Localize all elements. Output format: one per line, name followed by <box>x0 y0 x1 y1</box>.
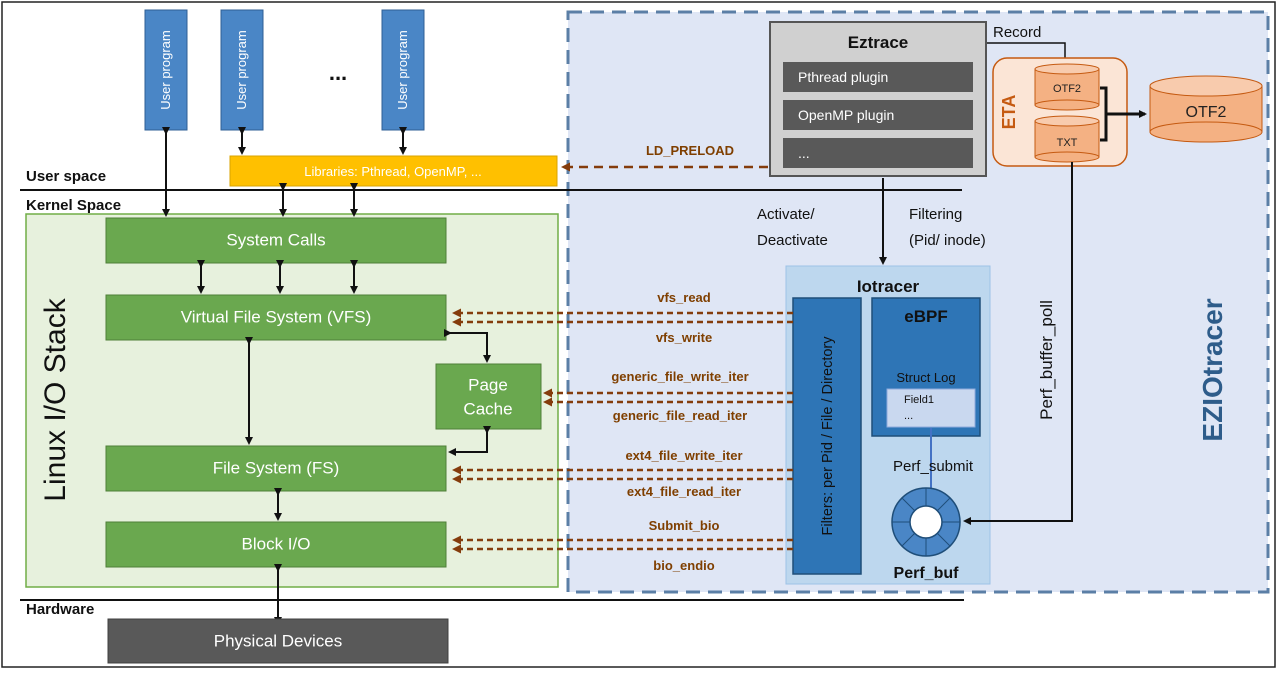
vfs-box <box>105 294 447 341</box>
vfs-read-label: vfs_read <box>657 290 711 305</box>
eziotracer-label: EZIOtracer <box>1197 298 1228 441</box>
fs-label: File System (FS) <box>213 458 340 477</box>
user-space-label: User space <box>26 168 106 185</box>
activate-label-2: Deactivate <box>757 232 828 249</box>
filters-label: Filters: per Pid / File / Directory <box>820 336 836 536</box>
perf-buffer-poll-label: Perf_buffer_poll <box>1037 300 1056 420</box>
record-label: Record <box>993 24 1041 41</box>
eta-txt-label: TXT <box>1057 137 1078 149</box>
libraries-label: Libraries: Pthread, OpenMP, ... <box>304 164 482 179</box>
perf-buffer-poll-arrow <box>963 162 1073 525</box>
filtering-label-2: (Pid/ inode) <box>909 232 986 249</box>
vfs-label: Virtual File System (VFS) <box>181 307 372 326</box>
perf-submit-label: Perf_submit <box>893 458 974 475</box>
block-io-label: Block I/O <box>242 534 311 553</box>
filtering-label-1: Filtering <box>909 206 962 223</box>
libraries-box <box>229 155 558 187</box>
perf-buf-ring <box>891 487 961 557</box>
page-cache-box <box>435 363 542 430</box>
user-program-3-label: User program <box>395 30 410 109</box>
eta-label: ETA <box>999 95 1019 130</box>
eztrace-plugin-1-label: Pthread plugin <box>798 69 888 85</box>
eztrace-plugin-2 <box>783 100 973 130</box>
generic-write-label: generic_file_write_iter <box>611 369 748 384</box>
perf-buf-label: Perf_buf <box>894 565 960 582</box>
user-program-3: User program <box>381 9 425 131</box>
user-program-1: User program <box>144 9 188 131</box>
eta-otf2-cylinder: OTF2 <box>1034 63 1100 111</box>
cache-fs-arrow <box>448 426 491 456</box>
bio-endio-label: bio_endio <box>653 558 714 573</box>
field1-label: Field1 <box>904 394 934 406</box>
user-program-1-label: User program <box>158 30 173 109</box>
ext4-read-label: ext4_file_read_iter <box>627 484 741 499</box>
eztrace-plugin-3 <box>783 138 973 168</box>
vfs-cache-arrow <box>444 329 491 363</box>
eta-txt-cylinder: TXT <box>1034 115 1100 163</box>
activate-label-1: Activate/ <box>757 206 815 223</box>
hardware-label: Hardware <box>26 601 94 618</box>
block-io-box <box>105 521 447 568</box>
fs-box <box>105 445 447 492</box>
user-program-2: User program <box>220 9 264 131</box>
eztrace-title: Eztrace <box>848 33 908 52</box>
eztrace-plugin-1 <box>783 62 973 92</box>
vfs-write-label: vfs_write <box>656 330 712 345</box>
eta-otf2-label: OTF2 <box>1053 83 1081 95</box>
kernel-space-label: Kernel Space <box>26 197 121 214</box>
programs-ellipsis: ... <box>329 60 347 85</box>
physical-devices-label: Physical Devices <box>214 631 343 650</box>
user-program-2-label: User program <box>234 30 249 109</box>
otf2-output-cylinder: OTF2 <box>1149 75 1263 143</box>
struct-log-fields <box>886 388 976 428</box>
system-calls-label: System Calls <box>226 230 325 249</box>
ld-preload-label: LD_PRELOAD <box>646 143 734 158</box>
filters-box <box>792 297 862 575</box>
ebpf-title: eBPF <box>904 307 947 326</box>
page-cache-label-1: Page <box>468 375 508 394</box>
system-calls-box <box>105 217 447 264</box>
iotracer-title: Iotracer <box>857 277 920 296</box>
physical-devices-box <box>107 618 449 664</box>
field-more-label: ... <box>904 410 913 422</box>
ext4-write-label: ext4_file_write_iter <box>625 448 742 463</box>
eztrace-plugin-3-label: ... <box>798 145 810 161</box>
page-cache-label-2: Cache <box>463 399 512 418</box>
submit-bio-label: Submit_bio <box>649 518 720 533</box>
otf2-output-label: OTF2 <box>1186 104 1227 121</box>
struct-log-label: Struct Log <box>896 370 955 385</box>
linux-stack-title: Linux I/O Stack <box>39 297 72 501</box>
eztrace-plugin-2-label: OpenMP plugin <box>798 107 894 123</box>
generic-read-label: generic_file_read_iter <box>613 408 747 423</box>
